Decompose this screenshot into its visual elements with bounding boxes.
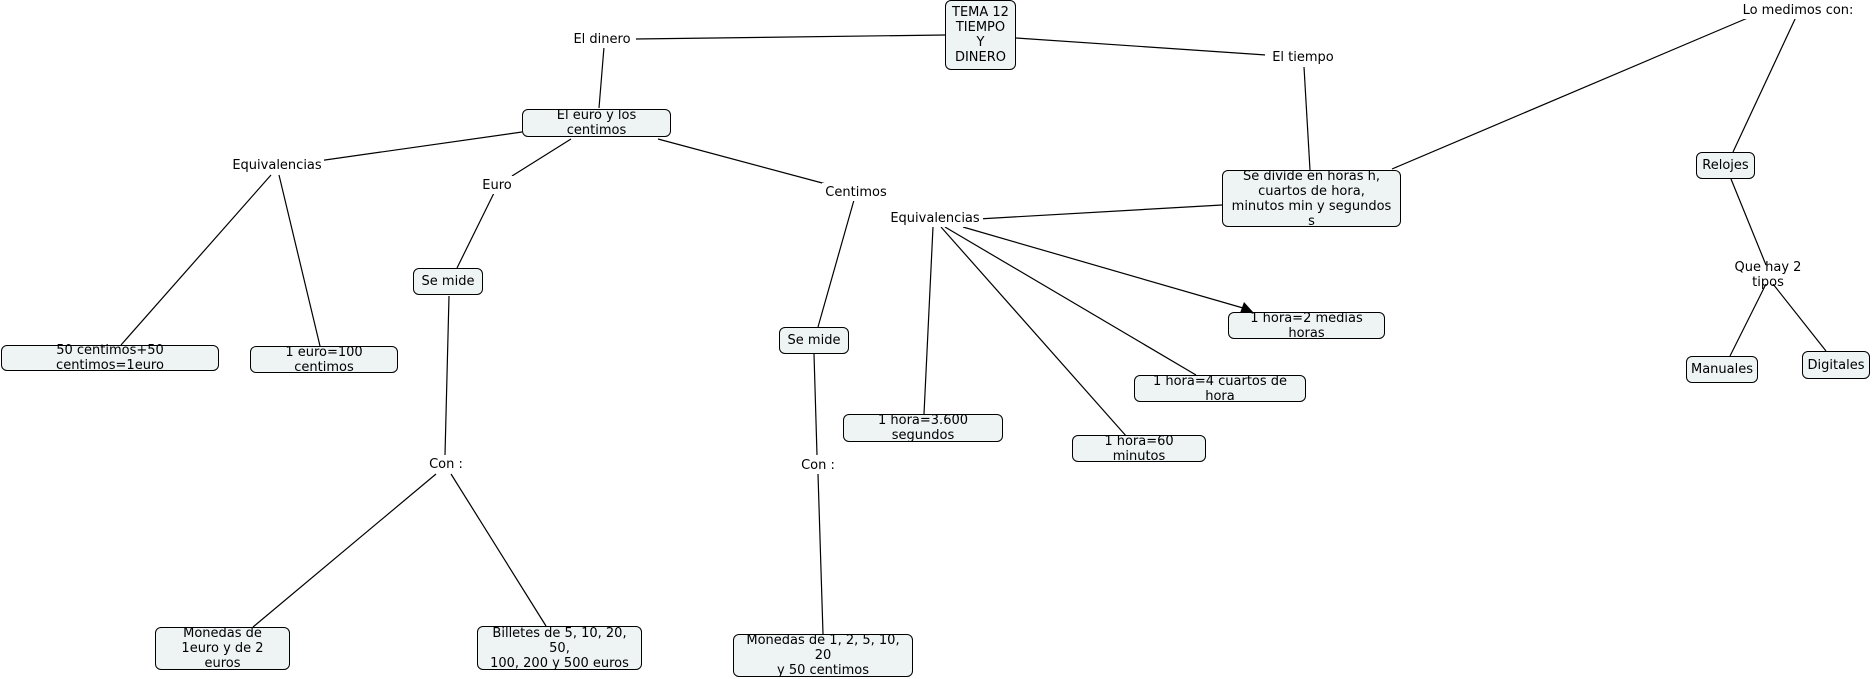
edge-euro-centimos-euro [511,138,572,177]
edge-euro-centimos-centimos [657,138,827,185]
node-hora-medias[interactable]: 1 hora=2 medias horas [1228,311,1385,341]
edge-el-dinero-euro-centimos [598,46,605,109]
node-monedas-euro[interactable]: Monedas de 1euro y de 2 euros [155,626,290,671]
edge-que-hay-digitales [1772,283,1827,352]
node-lo-medimos[interactable]: Lo medimos con: [1738,1,1858,19]
node-se-mide-centimos[interactable]: Se mide [779,327,849,354]
node-con-centimos[interactable]: Con : [795,456,841,474]
edge-se-divide-equivalencias [977,204,1223,220]
node-se-mide-euro[interactable]: Se mide [413,268,483,295]
node-euro-centimos[interactable]: El euro y los centimos [522,108,671,138]
node-relojes[interactable]: Relojes [1696,152,1755,179]
node-equivalencias-tiempo[interactable]: Equivalencias [887,209,983,227]
node-centimos[interactable]: Centimos [822,183,890,201]
node-el-tiempo[interactable]: El tiempo [1265,48,1341,66]
node-hora-minutos[interactable]: 1 hora=60 minutos [1072,434,1206,464]
node-con-euro[interactable]: Con : [423,455,469,473]
node-hora-segundos[interactable]: 1 hora=3.600 segundos [843,413,1003,443]
edge-equivalencias-minutos [940,226,1128,438]
edge-relojes-que-hay [1730,178,1767,266]
edge-equivalencias-segundos [923,226,934,415]
edge-equivalencias-medias [962,226,1244,309]
edge-euro-centimos-equivalencias [317,131,523,162]
node-digitales[interactable]: Digitales [1802,351,1870,379]
edge-con-monedas-cent [817,473,824,635]
node-equivalencias-dinero[interactable]: Equivalencias [230,156,324,174]
edge-root-el-tiempo [1015,37,1267,56]
edge-equivalencias-cien [278,174,321,347]
edge-que-hay-manuales [1729,283,1767,357]
node-el-dinero[interactable]: El dinero [568,30,636,48]
edge-centimos-se-mide [817,199,855,328]
root-node[interactable]: TEMA 12 TIEMPO Y DINERO [945,0,1016,70]
edge-lo-medimos-se-divide [1391,16,1751,170]
node-monedas-centimos[interactable]: Monedas de 1, 2, 5, 10, 20 y 50 centimos [733,633,913,678]
node-cincuenta-centimos[interactable]: 50 centimos+50 centimos=1euro [1,343,219,373]
node-cien-centimos[interactable]: 1 euro=100 centimos [250,345,398,375]
node-que-hay[interactable]: Que hay 2 tipos [1714,260,1822,290]
arrowhead-medias-horas [1240,302,1253,313]
edge-el-tiempo-se-divide [1303,66,1311,171]
node-euro[interactable]: Euro [475,176,519,194]
edge-con-monedas-euro [252,473,437,628]
edge-euro-se-mide [456,192,495,269]
edge-se-mide-con-2 [813,353,818,456]
node-billetes[interactable]: Billetes de 5, 10, 20, 50, 100, 200 y 50… [477,626,642,671]
edge-equivalencias-cuartos [944,226,1197,376]
node-manuales[interactable]: Manuales [1686,356,1758,383]
edge-equivalencias-cincuenta [120,174,272,346]
edge-lo-medimos-relojes [1732,16,1797,153]
edge-root-el-dinero [633,34,946,40]
node-hora-cuartos[interactable]: 1 hora=4 cuartos de hora [1134,374,1306,404]
edge-se-mide-con [444,295,450,456]
node-se-divide[interactable]: Se divide en horas h, cuartos de hora, m… [1222,169,1401,229]
edge-con-billetes [450,473,547,627]
